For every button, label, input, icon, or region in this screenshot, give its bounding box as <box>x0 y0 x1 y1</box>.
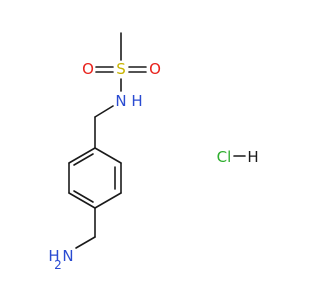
ring-inner-bond-b <box>73 190 94 203</box>
sulfur-label: S <box>116 60 126 78</box>
amine-h-label: H <box>48 247 59 265</box>
oxygen-right-label: O <box>149 60 161 78</box>
ring-bond-1 <box>94 147 122 164</box>
amide-h-label: H <box>131 92 142 110</box>
amine-n-label: N <box>62 247 73 265</box>
chlorine-label: Cl <box>217 148 232 166</box>
bonds <box>68 32 246 249</box>
oxygen-left-label: O <box>82 60 94 78</box>
bond-n-ch2 <box>94 105 114 118</box>
ring-bond-6 <box>68 147 96 164</box>
molecule-drawing: S O O N H H N 2 Cl H <box>48 32 259 272</box>
ring-bond-4 <box>68 192 96 209</box>
amine-subscript-label: 2 <box>54 258 62 272</box>
atom-labels: S O O N H H N 2 Cl H <box>48 60 258 272</box>
bond-ch2-nh2 <box>75 236 96 249</box>
ring-bond-3 <box>94 192 122 209</box>
amide-n-label: N <box>115 92 126 110</box>
structure-diagram: S O O N H H N 2 Cl H <box>48 32 259 272</box>
salt-h-label: H <box>247 148 258 166</box>
ring-inner-bond-c <box>73 153 94 166</box>
